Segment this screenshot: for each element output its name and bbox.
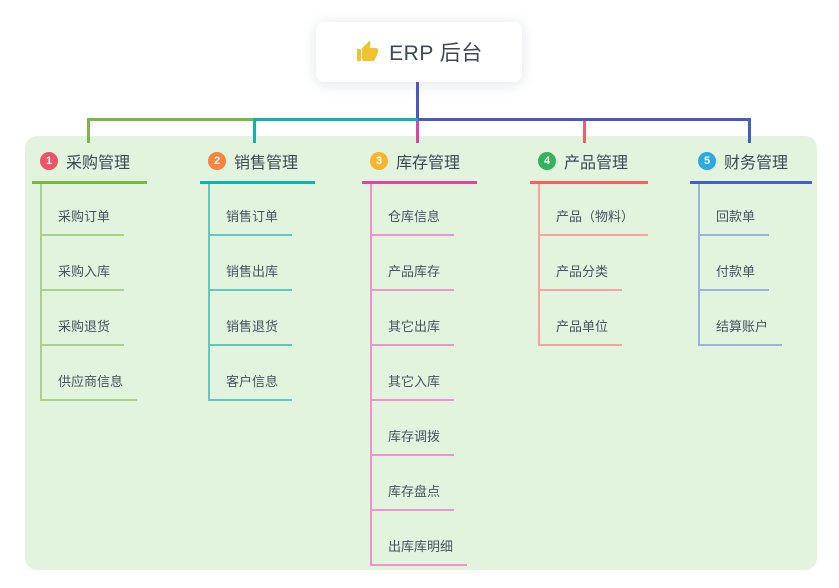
branch-procurement-header[interactable]: 1 采购管理 [32, 148, 147, 184]
connector-root-trunk [416, 82, 419, 121]
branch-product: 4 产品管理 产品（物料） 产品分类 产品单位 [530, 148, 649, 346]
node-product-stock[interactable]: 产品库存 [370, 261, 455, 291]
node-label: 采购退货 [58, 319, 111, 334]
branch-number-badge: 1 [40, 152, 58, 170]
branch-finance: 5 财务管理 回款单 付款单 结算账户 [690, 148, 812, 346]
node-label: 采购订单 [58, 209, 111, 224]
connector-drop-branch-2 [253, 118, 256, 143]
node-label: 产品（物料） [556, 209, 635, 224]
node-product-material[interactable]: 产品（物料） [538, 206, 649, 236]
node-label: 采购入库 [58, 264, 111, 279]
branch-inventory-header[interactable]: 3 库存管理 [362, 148, 477, 184]
node-label: 付款单 [716, 264, 756, 279]
branch-number-badge: 4 [538, 152, 556, 170]
node-label: 库存盘点 [388, 484, 441, 499]
branch-child-connector [40, 184, 42, 401]
node-label: 客户信息 [226, 374, 279, 389]
node-outbound-detail[interactable]: 出库库明细 [370, 536, 468, 566]
node-warehouse-info[interactable]: 仓库信息 [370, 206, 455, 236]
node-customer-info[interactable]: 客户信息 [208, 371, 293, 401]
node-purchase-return[interactable]: 采购退货 [40, 316, 125, 346]
node-other-inbound[interactable]: 其它入库 [370, 371, 455, 401]
branch-label: 库存管理 [396, 155, 461, 172]
node-payment-doc[interactable]: 付款单 [698, 261, 770, 291]
node-product-unit[interactable]: 产品单位 [538, 316, 623, 346]
node-label: 出库库明细 [388, 539, 454, 554]
node-label: 回款单 [716, 209, 756, 224]
node-label: 销售退货 [226, 319, 279, 334]
node-other-outbound[interactable]: 其它出库 [370, 316, 455, 346]
branch-inventory: 3 库存管理 仓库信息 产品库存 其它出库 其它入库 库存调拨 库存盘点 出库库… [362, 148, 477, 566]
branch-sales-header[interactable]: 2 销售管理 [200, 148, 315, 184]
branch-sales: 2 销售管理 销售订单 销售出库 销售退货 客户信息 [200, 148, 315, 401]
node-label: 销售订单 [226, 209, 279, 224]
branch-procurement: 1 采购管理 采购订单 采购入库 采购退货 供应商信息 [32, 148, 147, 401]
node-label: 结算账户 [716, 319, 769, 334]
node-label: 产品库存 [388, 264, 441, 279]
node-label: 仓库信息 [388, 209, 441, 224]
branch-product-header[interactable]: 4 产品管理 [530, 148, 648, 184]
branch-child-connector [538, 184, 540, 346]
node-label: 销售出库 [226, 264, 279, 279]
branch-label: 采购管理 [66, 155, 131, 172]
connector-bus-segment-3 [418, 118, 751, 121]
thumbs-up-icon [355, 40, 379, 64]
node-purchase-inbound[interactable]: 采购入库 [40, 261, 125, 291]
node-purchase-order[interactable]: 采购订单 [40, 206, 125, 236]
branch-number-badge: 2 [208, 152, 226, 170]
node-label: 库存调拨 [388, 429, 441, 444]
connector-bus-segment-2 [253, 118, 418, 121]
connector-drop-branch-3 [416, 121, 419, 143]
branch-child-connector [208, 184, 210, 401]
node-label: 供应商信息 [58, 374, 124, 389]
node-label: 产品分类 [556, 264, 609, 279]
node-product-category[interactable]: 产品分类 [538, 261, 623, 291]
connector-drop-branch-4 [583, 121, 586, 143]
root-node-label: ERP 后台 [389, 42, 483, 65]
node-sales-order[interactable]: 销售订单 [208, 206, 293, 236]
node-stock-count[interactable]: 库存盘点 [370, 481, 455, 511]
node-settlement-account[interactable]: 结算账户 [698, 316, 783, 346]
node-receipt-doc[interactable]: 回款单 [698, 206, 770, 236]
root-node[interactable]: ERP 后台 [316, 22, 522, 82]
branch-number-badge: 3 [370, 152, 388, 170]
branch-number-badge: 5 [698, 152, 716, 170]
node-sales-return[interactable]: 销售退货 [208, 316, 293, 346]
branch-label: 销售管理 [234, 155, 299, 172]
branch-label: 财务管理 [724, 155, 789, 172]
node-sales-outbound[interactable]: 销售出库 [208, 261, 293, 291]
node-label: 其它出库 [388, 319, 441, 334]
node-stock-transfer[interactable]: 库存调拨 [370, 426, 455, 456]
branch-finance-header[interactable]: 5 财务管理 [690, 148, 812, 184]
branch-label: 产品管理 [564, 155, 629, 172]
branches-panel [25, 136, 817, 570]
node-supplier-info[interactable]: 供应商信息 [40, 371, 138, 401]
connector-drop-branch-5 [748, 118, 751, 143]
connector-drop-branch-1 [87, 118, 90, 143]
connector-bus-segment-1 [87, 118, 253, 121]
node-label: 产品单位 [556, 319, 609, 334]
branch-child-connector [698, 184, 700, 346]
node-label: 其它入库 [388, 374, 441, 389]
branch-child-connector [370, 184, 372, 566]
